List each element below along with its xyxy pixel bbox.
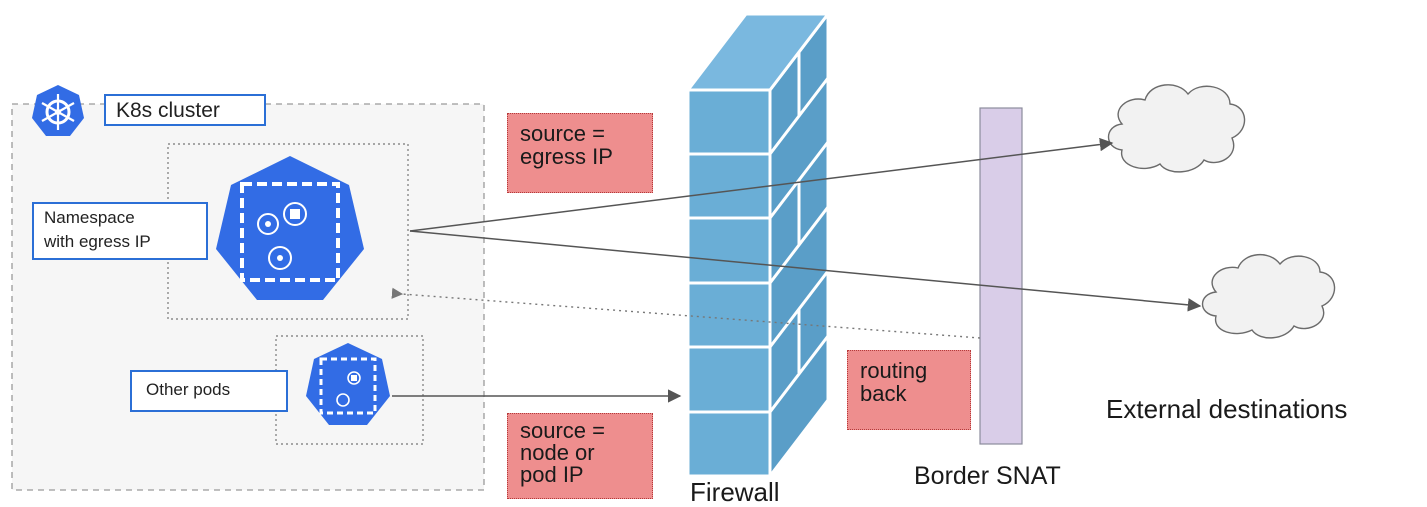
cluster-title: K8s cluster — [104, 94, 266, 126]
namespace-label: Namespace with egress IP — [32, 202, 208, 260]
note-source-egress-ip: source = egress IP — [507, 113, 653, 193]
note-node-line3: pod IP — [520, 462, 584, 487]
note-node-line2: node or — [520, 440, 595, 465]
other-pods-icon — [306, 343, 390, 425]
border-snat-bar — [979, 107, 1023, 445]
other-pods-label: Other pods — [130, 370, 288, 412]
note-egress-line1: source = — [520, 121, 605, 146]
kubernetes-logo-icon — [32, 85, 84, 136]
routing-back-arrow — [391, 287, 981, 339]
external-destinations-label: External destinations — [1106, 394, 1348, 424]
note-source-node-or-pod-ip: source = node or pod IP — [507, 413, 653, 499]
cloud-icon — [1107, 84, 1246, 173]
egress-arrow-to-cloud-1 — [409, 137, 1114, 232]
namespace-label-line1: Namespace — [44, 208, 135, 227]
firewall-label: Firewall — [690, 477, 780, 507]
cluster-boundary — [11, 103, 485, 491]
namespace-boundary — [167, 143, 409, 320]
namespace-icon — [216, 156, 364, 300]
namespace-label-line2: with egress IP — [44, 232, 151, 251]
note-routing-line1: routing — [860, 358, 928, 383]
note-routing-back: routing back — [847, 350, 971, 430]
firewall-icon — [684, 9, 832, 481]
border-snat-label: Border SNAT — [914, 462, 1061, 490]
note-node-line1: source = — [520, 418, 605, 443]
note-egress-line2: egress IP — [520, 144, 613, 169]
note-routing-line2: back — [860, 381, 907, 406]
cloud-icon — [1201, 254, 1336, 339]
egress-arrow-to-cloud-2 — [409, 230, 1202, 312]
